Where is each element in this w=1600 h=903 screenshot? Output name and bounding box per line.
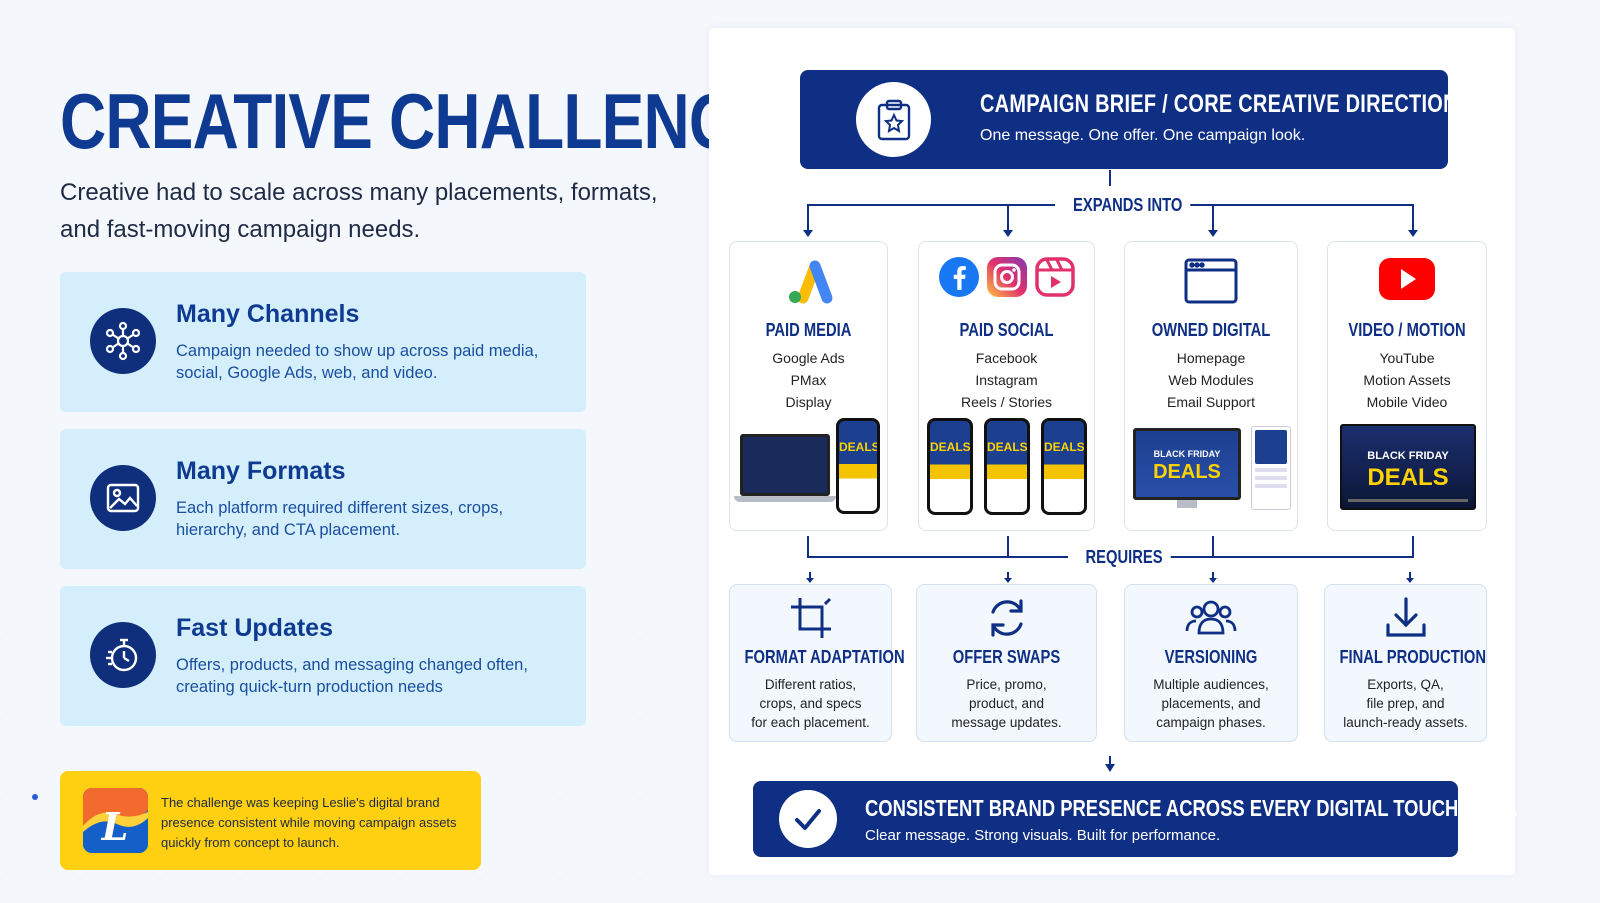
facebook-icon (938, 257, 979, 297)
crop-icon (730, 595, 891, 643)
channel-title: PAID SOCIAL (959, 320, 1054, 340)
channel-item: Web Modules (1168, 372, 1254, 388)
result-title: CONSISTENT BRAND PRESENCE ACROSS EVERY D… (865, 795, 1518, 821)
channel-item: Motion Assets (1363, 372, 1451, 388)
channel-title: VIDEO / MOTION (1348, 320, 1466, 340)
channel-title: PAID MEDIA (765, 320, 852, 340)
phone-mockups: DEALS DEALS DEALS (919, 418, 1094, 518)
card-many-channels: Many Channels Campaign needed to show up… (60, 272, 586, 412)
network-icon (90, 308, 156, 374)
requirement-title: FORMAT ADAPTATION (744, 647, 905, 667)
channel-item: Email Support (1167, 394, 1255, 410)
callout-text: The challenge was keeping Leslie's digit… (161, 795, 457, 850)
clipboard-star-icon (856, 82, 931, 157)
browser-window-icon (1125, 256, 1297, 308)
requirement-title: OFFER SWAPS (952, 647, 1061, 667)
channel-card-video-motion: VIDEO / MOTION YouTube Motion Assets Mob… (1327, 241, 1487, 531)
requirement-description: Price, promo, product, and message updat… (951, 677, 1062, 730)
card-description: Offers, products, and messaging changed … (176, 656, 528, 696)
channel-item: PMax (790, 372, 827, 388)
channel-list: Google Ads PMax Display (730, 347, 887, 413)
channel-list: Homepage Web Modules Email Support (1125, 347, 1297, 413)
channel-item: Mobile Video (1366, 394, 1448, 410)
callout-note: L The challenge was keeping Leslie's dig… (60, 771, 481, 870)
channel-list: YouTube Motion Assets Mobile Video (1328, 347, 1486, 413)
desktop-mockup: BLACK FRIDAY DEALS (1125, 418, 1297, 518)
channel-item: Instagram (975, 372, 1038, 388)
requirement-card-format-adaptation: FORMAT ADAPTATION Different ratios, crop… (729, 584, 905, 742)
svg-text:L: L (101, 804, 129, 849)
google-ads-icon (730, 256, 887, 308)
instagram-icon (986, 257, 1027, 297)
requirement-card-final-production: FINAL PRODUCTION Exports, QA, file prep,… (1324, 584, 1487, 742)
brief-title: CAMPAIGN BRIEF / CORE CREATIVE DIRECTION (980, 90, 1458, 118)
checkmark-icon (779, 790, 837, 848)
leslies-logo: L (83, 788, 148, 853)
decorative-dot (32, 794, 38, 800)
channel-item: Display (785, 394, 832, 410)
image-icon (90, 465, 156, 531)
requirement-card-offer-swaps: OFFER SWAPS Price, promo, product, and m… (916, 584, 1097, 742)
requirement-card-versioning: VERSIONING Multiple audiences, placement… (1124, 584, 1298, 742)
social-icons (919, 256, 1094, 308)
result-subtitle: Clear message. Strong visuals. Built for… (865, 827, 1221, 844)
card-many-formats: Many Formats Each platform required diff… (60, 429, 586, 569)
channel-card-owned-digital: OWNED DIGITAL Homepage Web Modules Email… (1124, 241, 1298, 531)
stopwatch-icon (90, 622, 156, 688)
requirement-title: FINAL PRODUCTION (1339, 647, 1487, 667)
card-description: Each platform required different sizes, … (176, 499, 504, 539)
requires-label: REQUIRES (1077, 547, 1171, 568)
card-title: Fast Updates (176, 614, 333, 642)
requirement-description: Multiple audiences, placements, and camp… (1153, 677, 1269, 730)
card-description: Campaign needed to show up across paid m… (176, 342, 539, 382)
campaign-brief-banner: CAMPAIGN BRIEF / CORE CREATIVE DIRECTION… (800, 70, 1458, 169)
channel-item: YouTube (1379, 350, 1435, 366)
page-subtitle: Creative had to scale across many placem… (60, 179, 658, 243)
requirement-title: VERSIONING (1164, 647, 1258, 667)
expands-into-label: EXPANDS INTO (1064, 195, 1191, 216)
result-banner: CONSISTENT BRAND PRESENCE ACROSS EVERY D… (753, 781, 1518, 857)
channel-item: Reels / Stories (960, 394, 1053, 410)
requirement-description: Exports, QA, file prep, and launch-ready… (1343, 677, 1468, 730)
channel-item: Homepage (1176, 350, 1246, 366)
refresh-icon (917, 595, 1096, 643)
channel-card-paid-social: PAID SOCIAL Facebook Instagram Reels / S… (918, 241, 1095, 531)
channel-list: Facebook Instagram Reels / Stories (919, 347, 1094, 413)
brief-subtitle: One message. One offer. One campaign loo… (980, 127, 1306, 144)
channel-item: Google Ads (772, 350, 845, 366)
requirement-description: Different ratios, crops, and specs for e… (751, 677, 870, 730)
video-player-mockup: BLACK FRIDAY DEALS (1328, 418, 1486, 518)
card-title: Many Formats (176, 457, 346, 485)
channel-card-paid-media: PAID MEDIA Google Ads PMax Display DEALS (729, 241, 888, 531)
download-icon (1325, 595, 1486, 643)
card-title: Many Channels (176, 300, 360, 328)
channel-title: OWNED DIGITAL (1151, 320, 1271, 340)
reels-icon (1034, 257, 1075, 297)
laptop-phone-mockup: DEALS (730, 418, 887, 518)
users-icon (1125, 595, 1297, 643)
channel-item: Facebook (975, 350, 1038, 366)
page-title: CREATIVE CHALLENGE (60, 77, 780, 165)
card-fast-updates: Fast Updates Offers, products, and messa… (60, 586, 586, 726)
youtube-icon (1328, 256, 1486, 308)
